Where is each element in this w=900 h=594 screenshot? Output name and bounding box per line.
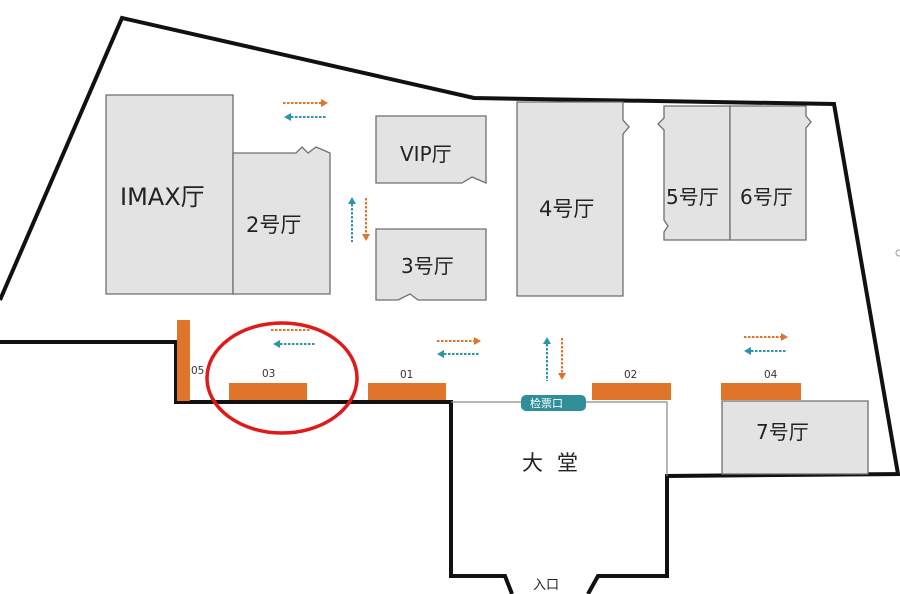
edge-mark xyxy=(895,249,900,257)
hall-vip-label: VIP厅 xyxy=(400,142,452,166)
entry-01-label: 01 xyxy=(400,369,413,381)
hall-7[interactable] xyxy=(721,400,869,475)
hall-4[interactable] xyxy=(516,101,630,297)
ticket-check-badge[interactable]: 检票口 xyxy=(521,395,586,411)
hall-vip[interactable] xyxy=(375,115,487,184)
hall-4-label: 4号厅 xyxy=(539,197,594,221)
ticket-check-label: 检票口 xyxy=(530,396,563,410)
gate-03[interactable] xyxy=(229,383,307,400)
hall-2-label: 2号厅 xyxy=(246,213,301,237)
hall-6-label: 6号厅 xyxy=(740,185,793,209)
gate-04[interactable] xyxy=(721,383,801,400)
highlight-circle-icon xyxy=(205,321,359,435)
flow-arrow-icon-01 xyxy=(437,337,481,358)
flow-arrow-icon-vertical-ticket xyxy=(543,337,566,381)
lobby-label: 大堂 xyxy=(522,451,592,475)
hall-6[interactable] xyxy=(729,105,812,241)
gate-01[interactable] xyxy=(368,383,446,400)
entry-04-label: 04 xyxy=(764,369,778,381)
flow-arrow-icon-top-left xyxy=(283,99,328,121)
flow-arrow-icon-04 xyxy=(744,333,788,355)
entry-02-label: 02 xyxy=(624,369,637,381)
flow-arrow-icon-03 xyxy=(271,329,316,348)
hall-5[interactable] xyxy=(657,105,731,241)
flow-arrow-icon-vertical-mid xyxy=(348,197,370,242)
gate-02[interactable] xyxy=(592,383,671,400)
hall-7-label: 7号厅 xyxy=(756,420,809,444)
entry-05-label: 05 xyxy=(191,365,204,377)
hall-imax-label: IMAX厅 xyxy=(120,183,205,211)
hall-3[interactable] xyxy=(375,228,487,301)
hall-5-label: 5号厅 xyxy=(666,185,719,209)
gate-05[interactable] xyxy=(177,320,190,401)
hall-3-label: 3号厅 xyxy=(401,254,454,278)
hall-2[interactable] xyxy=(232,146,331,295)
entrance-label: 入口 xyxy=(533,578,559,593)
entry-03-label: 03 xyxy=(262,368,275,380)
